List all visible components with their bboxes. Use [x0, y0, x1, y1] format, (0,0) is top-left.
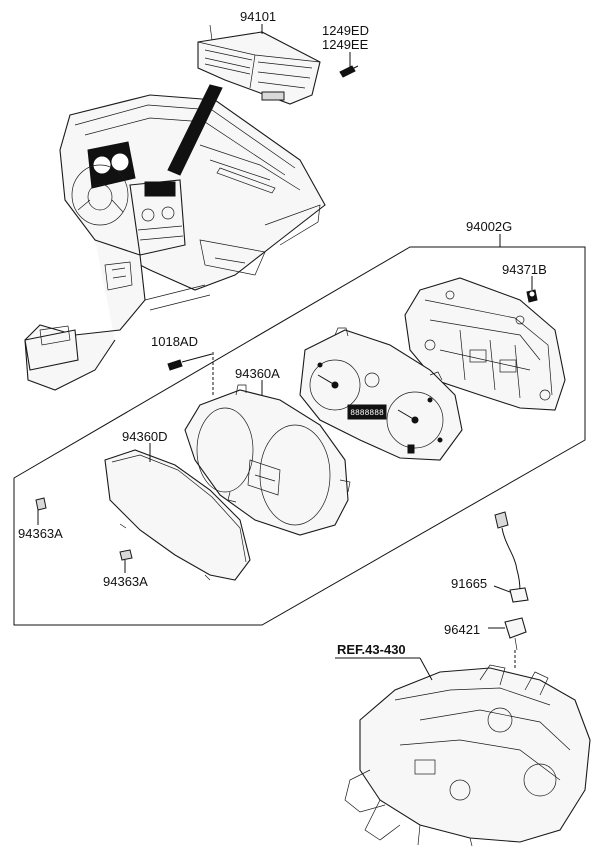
label-94360D: 94360D [122, 429, 168, 444]
part-94360D-lens [104, 449, 251, 581]
leader-lines [37, 24, 533, 681]
part-1018AD-screw [167, 353, 213, 371]
part-94360A-housing [184, 384, 351, 536]
label-96421: 96421 [444, 622, 480, 637]
label-1249EE: 1249EE [322, 37, 369, 52]
transmission-illustration [344, 664, 591, 847]
label-94101: 94101 [240, 9, 276, 24]
part-91665-sensor [494, 511, 529, 603]
label-94371B: 94371B [502, 262, 547, 277]
digital-readout: 8888888 [350, 409, 384, 418]
label-1018AD: 1018AD [151, 334, 198, 349]
dashboard-illustration [24, 84, 326, 391]
label-1249ED: 1249ED [322, 23, 369, 38]
part-94363A-clip-2 [119, 549, 133, 561]
label-ref-43-430: REF.43-430 [337, 642, 406, 657]
part-94363A-clip-1 [35, 497, 47, 511]
part-gauge-face: 8888888 [299, 327, 463, 461]
assembly-boundary-94002G [13, 246, 586, 626]
label-94002G: 94002G [466, 219, 512, 234]
label-94360A: 94360A [235, 366, 280, 381]
part-labels: 94101 1249ED 1249EE 94002G 94371B 1018AD… [18, 9, 547, 657]
label-94363A-1: 94363A [18, 526, 63, 541]
label-91665: 91665 [451, 576, 487, 591]
part-96421-sensor [504, 617, 527, 651]
part-94101-display-module [197, 24, 321, 105]
part-94371B-bulb [526, 289, 538, 303]
label-94363A-2: 94363A [103, 574, 148, 589]
part-1249ED-screw [339, 65, 359, 78]
part-rear-case [404, 277, 566, 411]
